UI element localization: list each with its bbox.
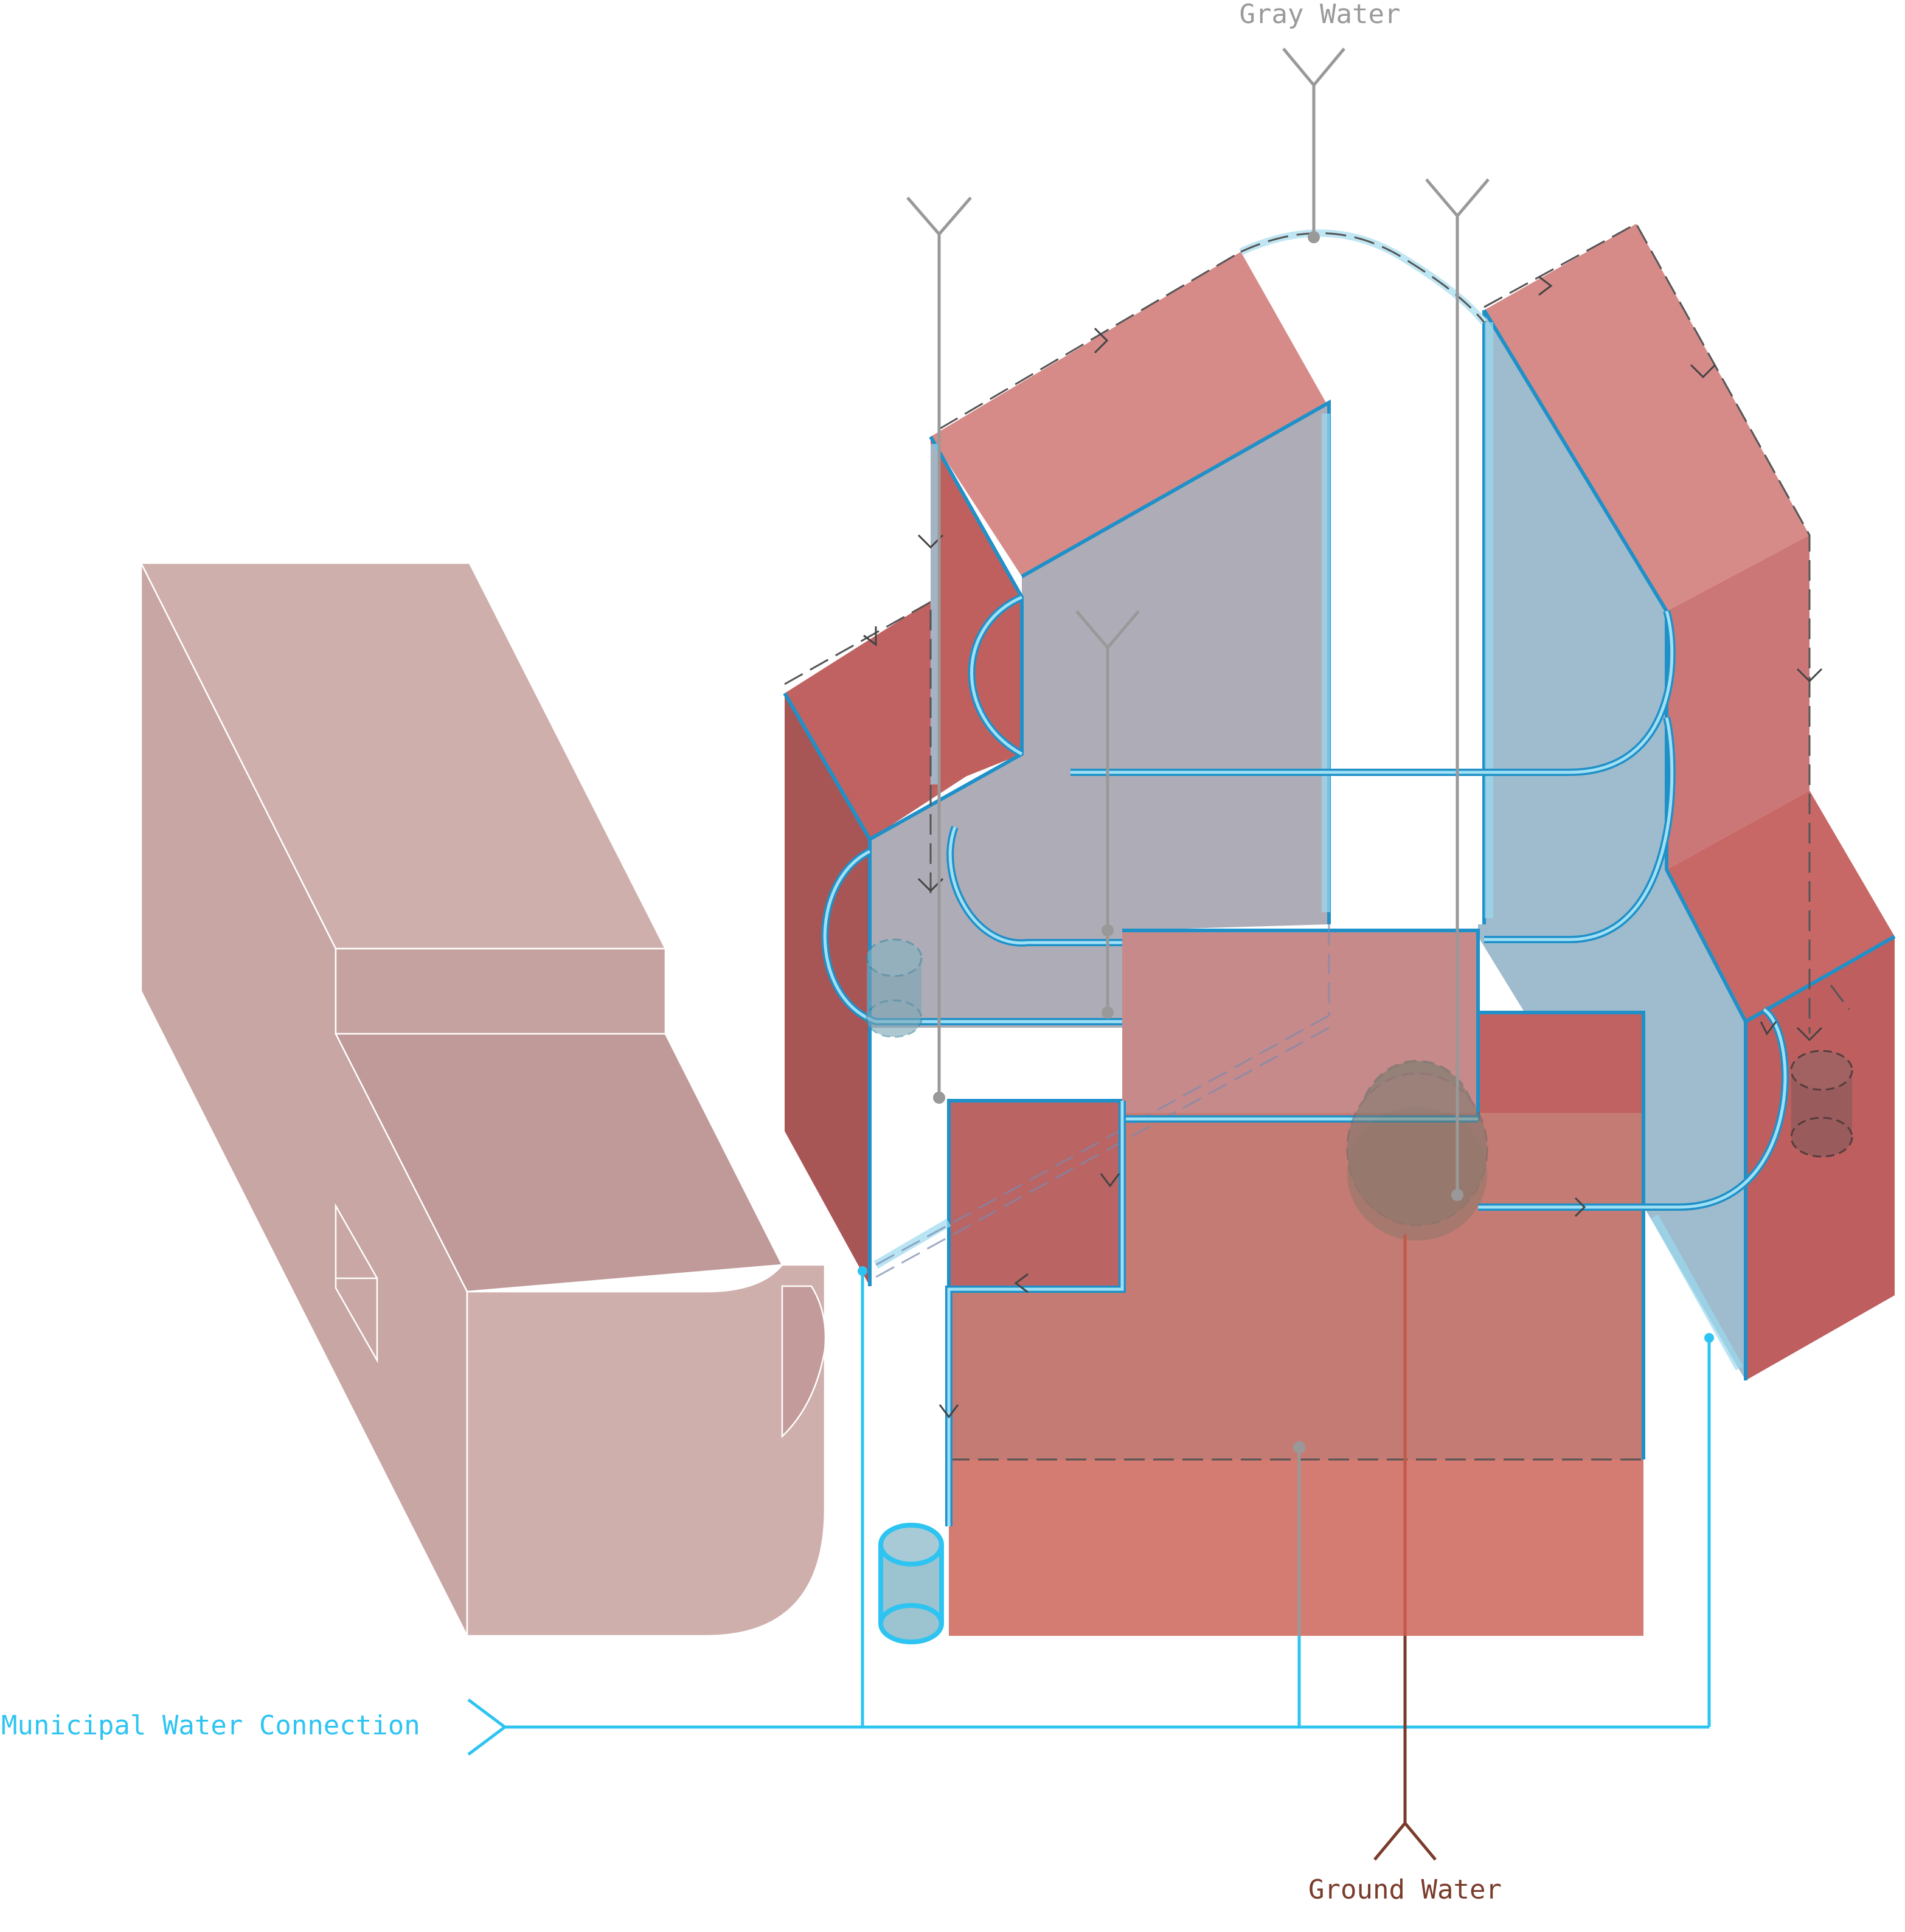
flow-arrow-icon: [939, 1404, 959, 1419]
ground-water-label: Ground Water: [1308, 1874, 1502, 1905]
ground-floor-slab: [949, 1459, 1643, 1636]
rain-collector-icon: [1075, 610, 1140, 1013]
ghost-building: [139, 562, 827, 1637]
ghost-building-front-face: [466, 1264, 826, 1637]
ghost-building-window: [335, 1203, 378, 1363]
municipal-water-system: [467, 1266, 1714, 1756]
gray-water-arc: [1239, 229, 1487, 325]
water-tank-icon: [878, 1523, 944, 1644]
ghost-building-step-front: [335, 947, 667, 1035]
water-tank-icon: [1790, 1050, 1853, 1158]
flow-arrow-icon: [1690, 364, 1716, 379]
water-tank-icon: [1346, 1060, 1488, 1241]
gray-water-system: [906, 47, 1490, 1636]
flow-arrow-icon: [1796, 668, 1823, 683]
center-left-red-face: [949, 1101, 1122, 1289]
right-lower-red-face: [1667, 791, 1895, 1022]
municipal-water-label: Municipal Water Connection: [1, 1710, 420, 1741]
ghost-building-curved-side: [781, 1285, 827, 1438]
gray-water-inlet-icon: [1282, 47, 1345, 237]
right-wing-roof: [1484, 224, 1810, 611]
flow-arrow-icon: [1796, 1027, 1823, 1042]
gray-translucent-wall: [870, 403, 1329, 1028]
ground-water-system: [1373, 1234, 1437, 1861]
interior-water-pipes: [821, 594, 1789, 1526]
main-building: [783, 222, 1896, 1644]
gray-water-label: Gray Water: [1240, 0, 1401, 30]
blue-translucent-wall: [1478, 310, 1746, 1380]
upper-left-red-face: [931, 437, 1022, 791]
flow-arrow-icon: [863, 626, 877, 646]
flow-arrow-icon: [1100, 1173, 1120, 1188]
rain-collector-icon: [1425, 178, 1490, 1195]
hidden-edges: [875, 924, 1330, 1278]
left-wing-dark-face: [785, 693, 870, 1286]
upper-left-roof: [931, 252, 1326, 576]
ground-water-inlet-icon: [1373, 1821, 1437, 1861]
municipal-arrow-icon: [467, 1698, 508, 1756]
right-wing-red-face: [1667, 535, 1810, 870]
water-tank-icon: [866, 938, 923, 1038]
flow-arrow-icon: [1760, 1021, 1777, 1036]
wall-glass-edges: [873, 322, 1744, 1371]
gray-water-dashed-routes: [784, 222, 1850, 1461]
cistern-tanks: [866, 938, 1853, 1644]
flow-arrow-icon: [1014, 1273, 1029, 1293]
flow-arrow-icon: [1574, 1197, 1586, 1217]
flow-arrow-icon: [1538, 275, 1553, 296]
flow-arrows: [863, 275, 1823, 1419]
flow-arrow-icon: [1094, 327, 1109, 354]
rain-collector-icon: [906, 196, 972, 1098]
